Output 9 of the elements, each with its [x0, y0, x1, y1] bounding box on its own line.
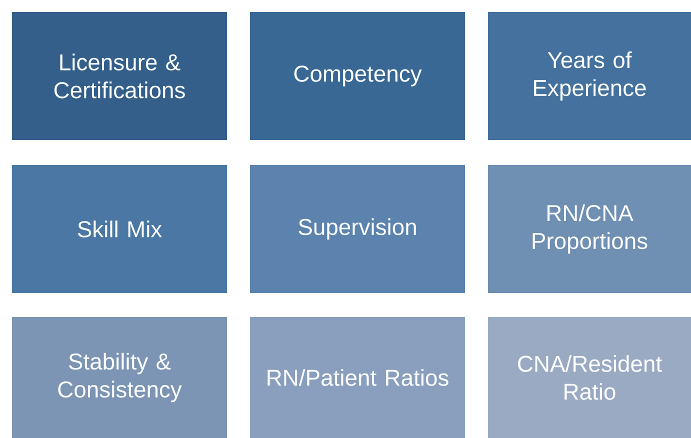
text-box: RN/Patient Ratios [250, 317, 465, 438]
text-box: Years of Experience [488, 12, 691, 140]
text-box: Licensure & Certifications [12, 12, 227, 140]
text-box: RN/CNA Proportions [488, 165, 691, 293]
text-box: Skill Mix [12, 165, 227, 293]
text-box: CNA/Resident Ratio [488, 317, 691, 438]
text-box: Supervision [250, 165, 465, 293]
text-box: Competency [250, 12, 465, 140]
text-box: Stability & Consistency [12, 317, 227, 438]
